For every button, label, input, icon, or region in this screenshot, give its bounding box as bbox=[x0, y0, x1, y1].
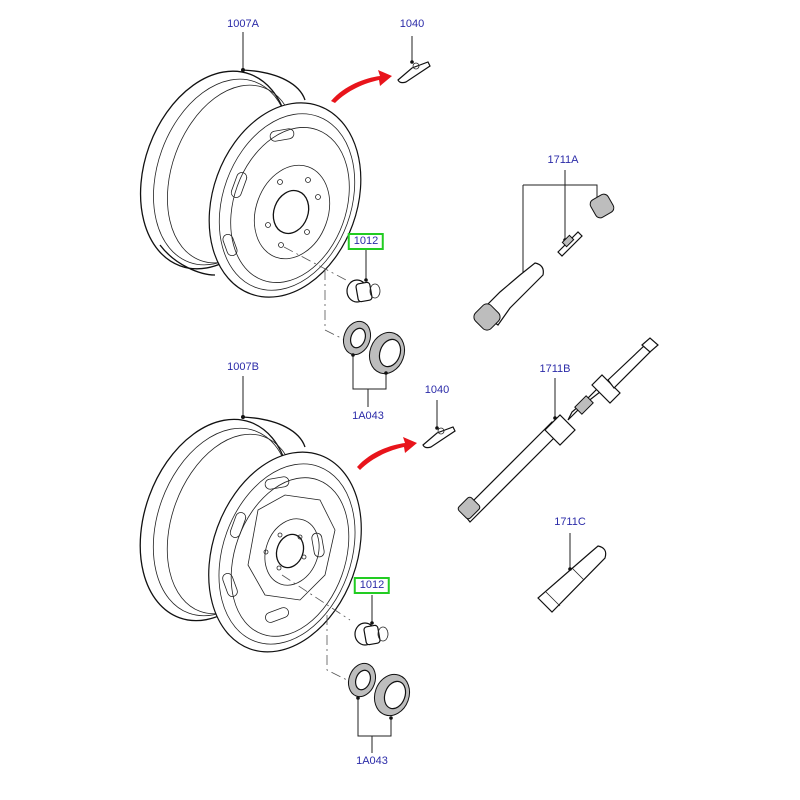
wheel-nut-1012-top[interactable] bbox=[346, 279, 381, 303]
wheel-nut-1012-bottom[interactable] bbox=[354, 622, 389, 646]
wheel-1007a[interactable] bbox=[114, 50, 387, 318]
label-1012-top-highlighted[interactable]: 1012 bbox=[347, 233, 385, 250]
wheel-weight-1040-bottom[interactable] bbox=[422, 426, 456, 449]
wheel-weight-1040-top[interactable] bbox=[397, 61, 431, 84]
label-1007b[interactable]: 1007B bbox=[227, 361, 259, 373]
valve-cap-1711a[interactable] bbox=[588, 192, 615, 219]
valve-stem-1711a[interactable] bbox=[471, 262, 544, 333]
arrow-icon bbox=[331, 70, 392, 103]
label-1007a[interactable]: 1007A bbox=[227, 18, 259, 30]
label-1711a[interactable]: 1711A bbox=[547, 154, 579, 166]
washer-set-1a043-bottom[interactable] bbox=[344, 660, 415, 721]
valve-extension-1711c[interactable] bbox=[537, 545, 607, 613]
wheel-1007b[interactable] bbox=[114, 398, 388, 673]
label-1040-top[interactable]: 1040 bbox=[399, 18, 425, 30]
label-1a043-bottom[interactable]: 1A043 bbox=[356, 755, 388, 767]
washer-set-1a043-top[interactable] bbox=[339, 318, 410, 379]
label-1012-bottom-highlighted[interactable]: 1012 bbox=[353, 577, 391, 594]
label-1711c[interactable]: 1711C bbox=[554, 516, 586, 528]
arrow-icon bbox=[357, 437, 417, 470]
label-1040-bottom[interactable]: 1040 bbox=[424, 384, 450, 396]
label-1a043-top[interactable]: 1A043 bbox=[352, 410, 384, 422]
label-1711b[interactable]: 1711B bbox=[539, 363, 571, 375]
valve-core-1711a[interactable] bbox=[557, 231, 583, 257]
valve-tool-1711b[interactable] bbox=[457, 337, 659, 523]
